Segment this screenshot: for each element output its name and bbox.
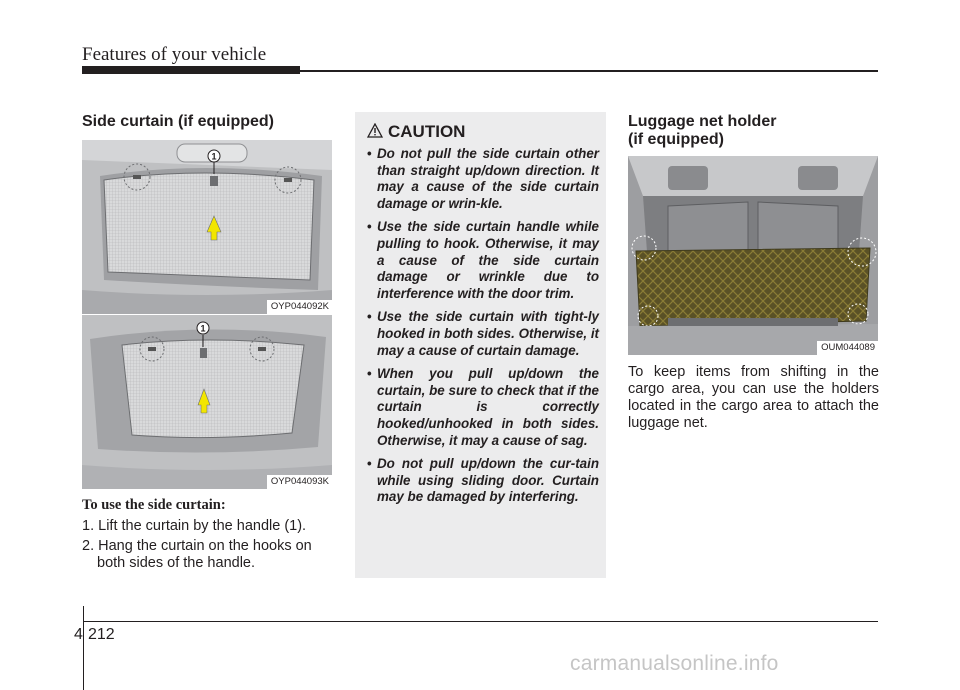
figure-side-curtain-top: 1 OYP044092K xyxy=(82,140,332,314)
caution-title: CAUTION xyxy=(388,122,466,141)
callout-1: 1 xyxy=(211,152,216,162)
side-curtain-illustration-2: 1 xyxy=(82,315,332,489)
figure-luggage-net: OUM044089 xyxy=(628,156,878,355)
heading-line-1: Luggage net holder xyxy=(628,113,777,130)
section-heading-luggage-net: Luggage net holder (if equipped) xyxy=(628,113,776,149)
header-bar xyxy=(82,66,300,74)
warning-triangle-icon xyxy=(367,123,383,138)
callout-1: 1 xyxy=(200,324,205,334)
page-number: 212 xyxy=(88,626,115,643)
figure-code: OYP044093K xyxy=(266,475,332,489)
instructions-title: To use the side curtain: xyxy=(82,497,226,513)
footer-vertical-rule xyxy=(83,606,84,690)
luggage-net-illustration xyxy=(628,156,878,355)
caution-item: •Use the side curtain with tight-ly hook… xyxy=(367,309,599,358)
header-title: Features of your vehicle xyxy=(82,44,267,65)
caution-box: CAUTION •Do not pull the side curtain ot… xyxy=(355,112,606,578)
figure-code: OYP044092K xyxy=(266,300,332,314)
side-curtain-illustration-1: 1 xyxy=(82,140,332,314)
chapter-number: 4 xyxy=(74,626,83,643)
watermark: carmanualsonline.info xyxy=(570,652,779,675)
step-text: Lift the curtain by the handle (1). xyxy=(98,518,307,534)
step-2: 2. Hang the curtain on the hooks on xyxy=(82,538,312,555)
section-heading-side-curtain: Side curtain (if equipped) xyxy=(82,113,275,130)
luggage-net-paragraph: To keep items from shifting in the cargo… xyxy=(628,364,879,431)
caution-list: •Do not pull the side curtain other than… xyxy=(367,146,599,513)
caution-item: •When you pull up/down the curtain, be s… xyxy=(367,366,599,448)
arrow-up-icon xyxy=(197,388,211,414)
footer-rule xyxy=(83,621,878,622)
step-text: Hang the curtain on the hooks on xyxy=(98,538,312,554)
step-number: 2. xyxy=(82,538,95,554)
header-rule xyxy=(300,70,878,72)
caution-item: •Do not pull the side curtain other than… xyxy=(367,146,599,211)
heading-line-2: (if equipped) xyxy=(628,131,724,148)
step-number: 1. xyxy=(82,518,95,534)
figure-side-curtain-bottom: 1 OYP044093K xyxy=(82,315,332,489)
step-2-continued: both sides of the handle. xyxy=(97,555,256,571)
caution-item: •Use the side curtain handle while pulli… xyxy=(367,219,599,301)
caution-item: •Do not pull up/down the cur-tain while … xyxy=(367,456,599,505)
step-1: 1. Lift the curtain by the handle (1). xyxy=(82,518,306,535)
arrow-up-icon xyxy=(206,215,222,241)
figure-code: OUM044089 xyxy=(817,341,878,355)
